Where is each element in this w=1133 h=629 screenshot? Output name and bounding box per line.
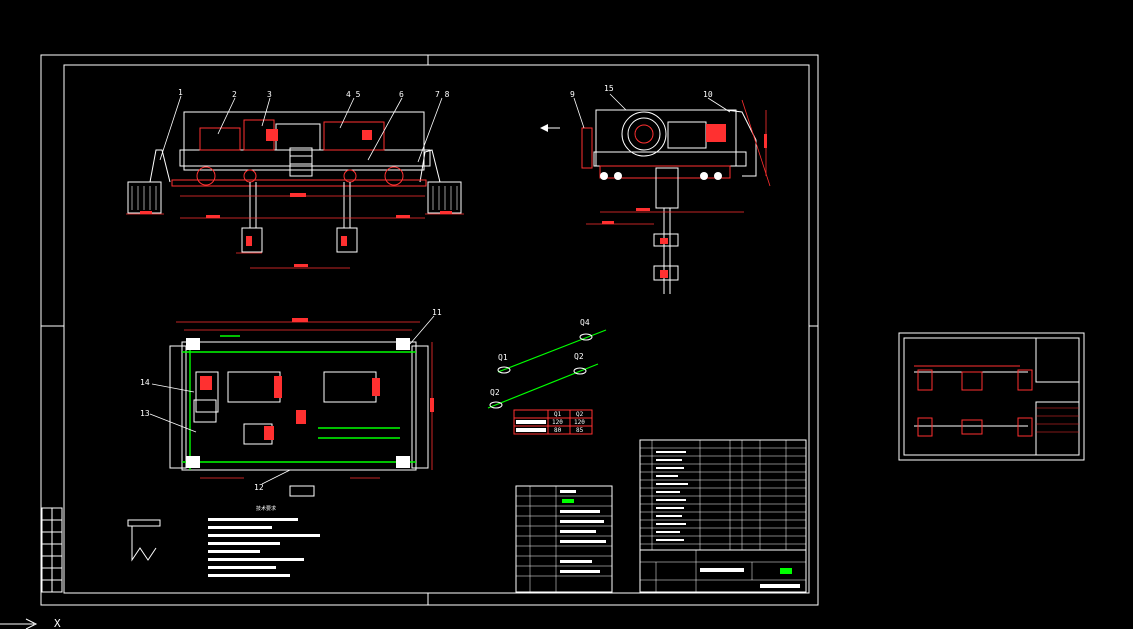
top-view[interactable]: 11 14 13 12: [140, 308, 442, 497]
point-q4-label: Q4: [580, 318, 590, 327]
ucs-x-label: X: [54, 617, 61, 629]
balloon-4-5: 4 5: [346, 90, 361, 99]
balloon-6: 6: [399, 90, 404, 99]
balloon-13: 13: [140, 409, 150, 418]
parts-list-left[interactable]: [515, 485, 613, 593]
side-view[interactable]: 9 15 10: [540, 84, 771, 294]
balloon-2: 2: [232, 90, 237, 99]
balloon-15: 15: [604, 84, 614, 93]
point-q2-label: Q2: [574, 352, 584, 361]
table-cell-2-2: 85: [576, 427, 584, 434]
ucs-icon: X: [0, 617, 61, 629]
notes-title: 技术要求: [256, 505, 276, 512]
technical-notes[interactable]: 技术要求: [127, 505, 320, 577]
balloon-3: 3: [267, 90, 272, 99]
balloon-12: 12: [254, 483, 264, 492]
title-block[interactable]: [639, 549, 807, 593]
revision-strip: [41, 507, 63, 593]
rail-axis-diagram[interactable]: Q4 Q1 Q2 Q2: [487, 318, 607, 409]
table-cell-1-1: 120: [552, 419, 563, 426]
point-q1-label: Q1: [498, 353, 508, 362]
balloon-10: 10: [703, 90, 713, 99]
point-q2-lower-label: Q2: [490, 388, 500, 397]
secondary-sheet[interactable]: [898, 332, 1085, 461]
balloon-1: 1: [178, 88, 183, 97]
drawing-frame: [40, 54, 819, 606]
table-cell-1-2: 120: [574, 419, 585, 426]
table-cell-2-1: 80: [554, 427, 562, 434]
front-view[interactable]: 1 2 3 4 5 6 7 8: [126, 88, 464, 269]
table-header-q2: Q2: [576, 411, 584, 418]
table-header-q1: Q1: [554, 411, 562, 418]
balloon-9: 9: [570, 90, 575, 99]
balloon-7-8: 7 8: [435, 90, 450, 99]
balloon-14: 14: [140, 378, 150, 387]
point-value-table[interactable]: Q1 Q2 120 120 80 85: [513, 409, 593, 435]
balloon-11: 11: [432, 308, 442, 317]
